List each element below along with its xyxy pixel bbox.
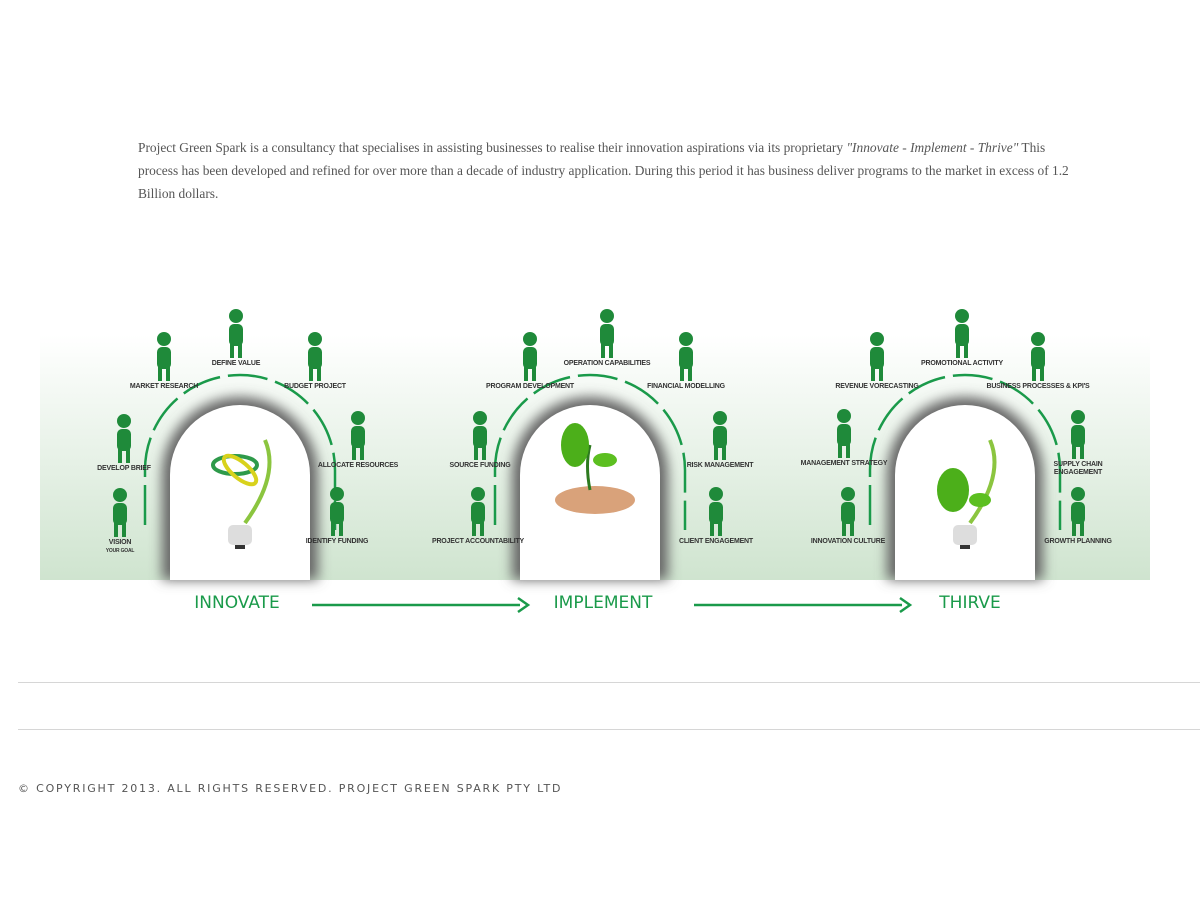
step-label: GROWTH PLANNING: [1044, 538, 1112, 546]
step-title: REVENUE VORECASTING: [835, 383, 919, 390]
person-figure-icon: [308, 332, 322, 381]
step-title: PROGRAM DEVELOPMENT: [486, 383, 574, 390]
step-label: RISK MANAGEMENT: [687, 462, 754, 470]
step-label: SOURCE FUNDING: [450, 462, 511, 470]
step-title: OPERATION CAPABILITIES: [563, 360, 651, 367]
person-figure-icon: [870, 332, 884, 381]
step-label: INNOVATION CULTURE: [811, 538, 885, 546]
person-figure-icon: [113, 488, 127, 537]
intro-text-2: This process has been developed and refi…: [138, 140, 1069, 202]
person-figure-icon: [473, 411, 487, 460]
step-title: GROWTH PLANNING: [1044, 538, 1112, 545]
phase-implement: IMPLEMENT: [553, 593, 653, 613]
person-figure-icon: [1031, 332, 1045, 381]
innovate-implement-thrive-infographic: VISION YOUR GOAL DEVELOP BRIEF MARKET RESEA…: [40, 275, 1150, 635]
person-figure-icon: [229, 309, 243, 358]
step-title: CLIENT ENGAGEMENT: [679, 538, 753, 545]
step-label: OPERATION CAPABILITIES: [564, 360, 651, 368]
person-figure-icon: [837, 409, 851, 458]
step-title: BUDGET PROJECT: [284, 383, 346, 390]
step-label: REVENUE VORECASTING: [835, 383, 919, 391]
person-figure-icon: [1071, 487, 1085, 536]
divider: [18, 682, 1200, 683]
person-figure-icon: [330, 487, 344, 536]
step-title: DEFINE VALUE: [211, 360, 261, 367]
step-title: SUPPLY CHAIN: [1053, 461, 1103, 468]
person-figure-icon: [713, 411, 727, 460]
person-figure-icon: [709, 487, 723, 536]
step-label: MANAGEMENT STRATEGY: [801, 460, 888, 468]
step-title: PROJECT ACCOUNTABILITY: [431, 538, 525, 545]
step-label: DEFINE VALUE: [211, 360, 261, 368]
person-figure-icon: [841, 487, 855, 536]
step-title: BUSINESS PROCESSES & KPI'S: [986, 383, 1090, 390]
step-title: DEVELOP BRIEF: [97, 465, 151, 472]
arch: [170, 405, 310, 580]
step-label: BUSINESS PROCESSES & KPI'S: [986, 383, 1089, 391]
person-figure-icon: [600, 309, 614, 358]
step-subtitle: ENGAGEMENT: [1053, 469, 1103, 476]
person-figure-icon: [351, 411, 365, 460]
copyright: © COPYRIGHT 2013. ALL RIGHTS RESERVED. P…: [18, 782, 563, 795]
step-label: MARKET RESEARCH: [130, 383, 198, 391]
person-figure-icon: [523, 332, 537, 381]
step-label: FINANCIAL MODELLING: [647, 383, 725, 391]
process-name: "Innovate - Implement - Thrive": [846, 140, 1019, 156]
step-title: MANAGEMENT STRATEGY: [800, 460, 888, 467]
plant-in-hand-icon: [555, 423, 635, 514]
person-figure-icon: [471, 487, 485, 536]
intro-text: Project Green Spark is a consultancy tha…: [138, 140, 847, 156]
infographic-background: [40, 309, 1150, 614]
step-title: ALLOCATE RESOURCES: [317, 462, 399, 469]
intro-paragraph: Project Green Spark is a consultancy tha…: [138, 136, 1083, 205]
step-label: CLIENT ENGAGEMENT: [679, 538, 753, 546]
step-label: ALLOCATE RESOURCES: [318, 462, 398, 470]
cycle-arrow: [143, 373, 337, 530]
person-figure-icon: [1071, 410, 1085, 459]
step-label: PROGRAM DEVELOPMENT: [486, 383, 574, 391]
person-figure-icon: [679, 332, 693, 381]
person-figure-icon: [117, 414, 131, 463]
step-label: BUDGET PROJECT: [284, 383, 346, 391]
lightbulb-icon: [211, 439, 272, 549]
divider: [18, 729, 1200, 730]
step-label: IDENTIFY FUNDING: [305, 538, 369, 546]
lightbulb-icon: [937, 439, 997, 549]
step-title: IDENTIFY FUNDING: [305, 538, 369, 545]
step-label: PROMOTIONAL ACTIVITY: [921, 360, 1003, 368]
phase-thrive: THIRVE: [939, 593, 1001, 613]
step-label: DEVELOP BRIEF: [97, 465, 151, 473]
step-label: VISION YOUR GOAL: [105, 539, 135, 555]
step-title: SOURCE FUNDING: [449, 462, 511, 469]
person-figure-icon: [157, 332, 171, 381]
step-subtitle: YOUR GOAL: [105, 548, 135, 554]
cycle-arrow: [868, 373, 1062, 530]
step-title: PROMOTIONAL ACTIVITY: [921, 360, 1003, 367]
step-label: PROJECT ACCOUNTABILITY: [432, 538, 524, 546]
step-title: FINANCIAL MODELLING: [647, 383, 725, 390]
person-figure-icon: [955, 309, 969, 358]
step-title: RISK MANAGEMENT: [686, 462, 754, 469]
cycle-arrow: [493, 373, 687, 530]
phase-innovate: INNOVATE: [194, 593, 280, 613]
step-title: MARKET RESEARCH: [129, 383, 199, 390]
step-title: INNOVATION CULTURE: [810, 538, 886, 545]
step-title: VISION: [108, 539, 132, 546]
